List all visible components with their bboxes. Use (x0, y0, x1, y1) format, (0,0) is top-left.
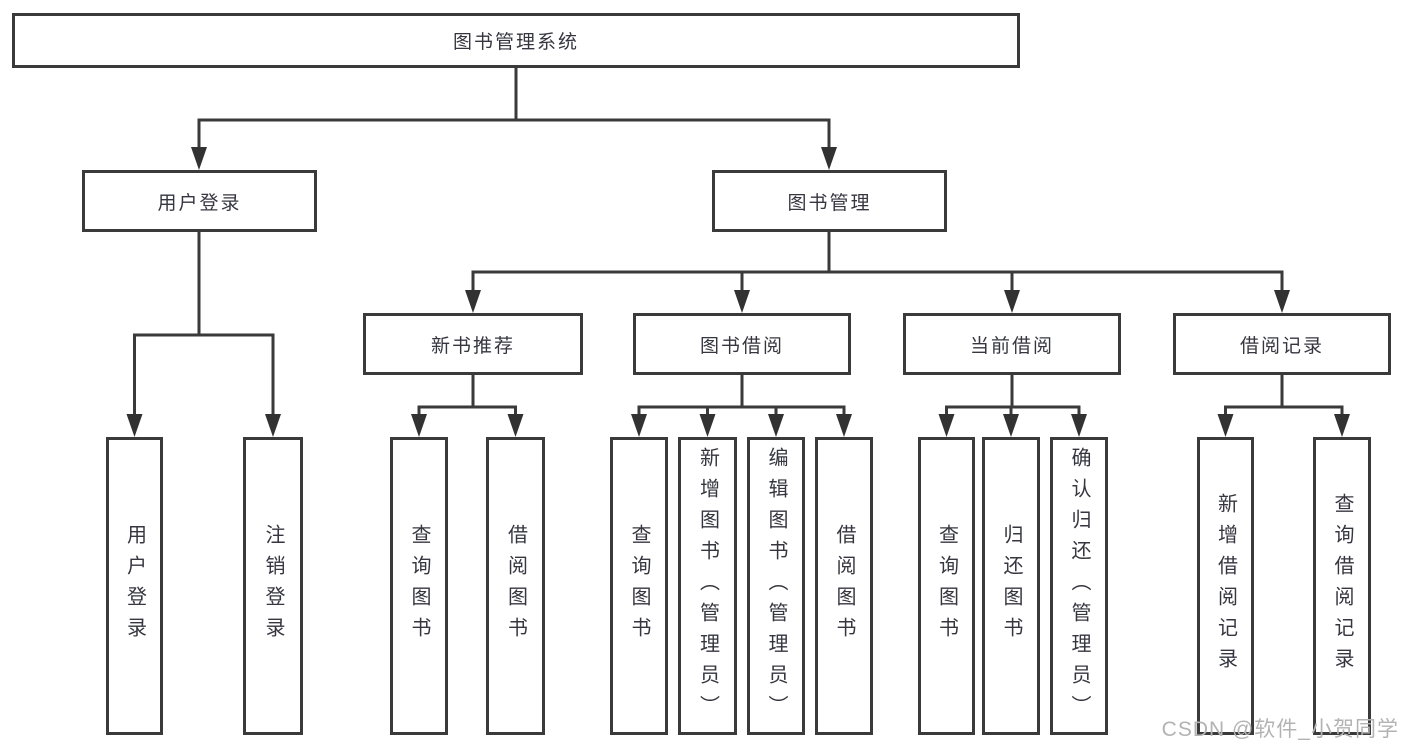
node-label: 图书管理 (787, 192, 872, 214)
node-label: 新书推荐 (430, 335, 515, 357)
node-book-management-branch: 图书管理 (712, 170, 947, 232)
node-user-login-branch: 用户登录 (82, 170, 317, 232)
leaf-query-books-recommend: 查询图书 (390, 437, 448, 735)
leaf-add-borrow-record: 新增借阅记录 (1197, 437, 1254, 735)
leaf-query-borrow-record: 查询借阅记录 (1313, 437, 1371, 735)
node-label: 用户登录 (157, 192, 242, 214)
leaf-label: 查询图书 (935, 524, 958, 648)
leaf-user-login: 用户登录 (106, 437, 163, 735)
leaf-logout: 注销登录 (243, 437, 303, 735)
leaf-label: 查询借阅记录 (1331, 493, 1353, 679)
node-new-book-recommend: 新书推荐 (363, 313, 583, 375)
leaf-label: 新增图书（管理员） (696, 446, 719, 726)
node-library-management-system: 图书管理系统 (12, 13, 1020, 68)
csdn-watermark: CSDN @软件_小贺同学 (1161, 718, 1399, 741)
leaf-label: 确认归还（管理员） (1068, 446, 1090, 726)
leaf-label: 编辑图书（管理员） (765, 446, 787, 726)
leaf-return-books: 归还图书 (982, 437, 1040, 735)
leaf-query-books-current: 查询图书 (918, 437, 975, 735)
node-label: 图书借阅 (699, 335, 784, 357)
leaf-borrow-books-recommend: 借阅图书 (486, 437, 545, 735)
leaf-label: 用户登录 (123, 524, 146, 648)
node-label: 当前借阅 (969, 335, 1054, 357)
node-book-borrowing: 图书借阅 (633, 313, 851, 375)
node-label: 图书管理系统 (452, 32, 579, 53)
leaf-add-books-admin: 新增图书（管理员） (678, 437, 737, 735)
leaf-label: 借阅图书 (504, 524, 527, 648)
leaf-borrow-books: 借阅图书 (815, 437, 873, 735)
node-label: 借阅记录 (1239, 335, 1324, 357)
leaf-label: 归还图书 (1000, 524, 1022, 648)
leaf-edit-books-admin: 编辑图书（管理员） (747, 437, 805, 735)
node-current-borrowing: 当前借阅 (903, 313, 1121, 375)
leaf-label: 查询图书 (628, 524, 650, 648)
node-borrowing-records: 借阅记录 (1173, 313, 1391, 375)
leaf-label: 查询图书 (408, 524, 430, 648)
leaf-label: 借阅图书 (833, 524, 855, 648)
leaf-label: 注销登录 (262, 524, 284, 648)
leaf-confirm-return-admin: 确认归还（管理员） (1050, 437, 1108, 735)
leaf-query-books-borrow: 查询图书 (610, 437, 668, 735)
leaf-label: 新增借阅记录 (1214, 493, 1237, 679)
